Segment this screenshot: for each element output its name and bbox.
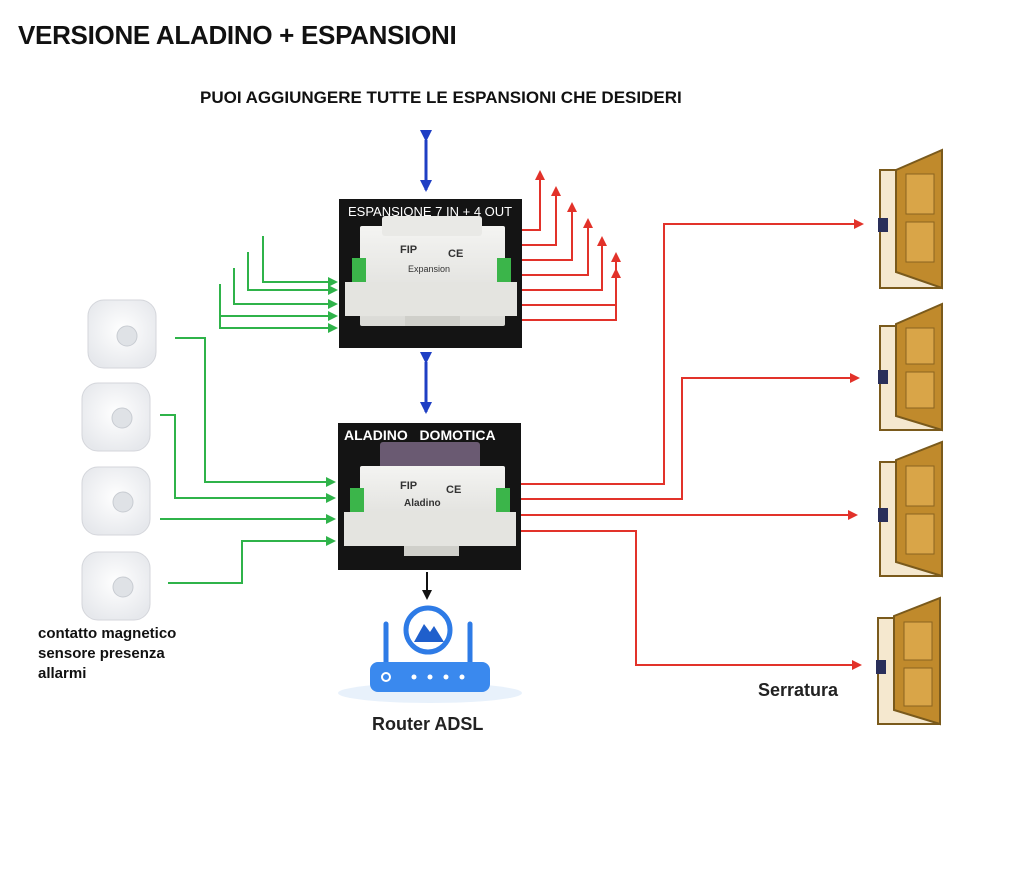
router-caption: Router ADSL xyxy=(372,714,484,734)
door-icon-3 xyxy=(878,440,943,578)
sensor-caption: contatto magnetico sensore presenza alla… xyxy=(38,624,176,684)
sensor-inputs xyxy=(160,337,336,584)
expansion-outputs xyxy=(522,170,621,321)
sensor-caption-line-3: allarmi xyxy=(38,665,87,682)
sensor-1 xyxy=(87,299,157,369)
aladino-brand: FIP xyxy=(400,480,418,492)
aladino-model: Aladino xyxy=(404,498,441,509)
page-title: VERSIONE ALADINO + ESPANSIONI xyxy=(18,20,457,50)
door-icon-2 xyxy=(878,302,943,432)
door-outputs xyxy=(521,219,864,670)
door-icon-4 xyxy=(876,596,941,726)
sensor-4 xyxy=(81,551,151,621)
subtitle: PUOI AGGIUNGERE TUTTE LE ESPANSIONI CHE … xyxy=(200,88,682,107)
aladino-label: ALADINO DOMOTICA xyxy=(344,427,496,443)
aladino-module xyxy=(338,423,521,570)
door-icon-1 xyxy=(878,148,943,290)
expansion-module xyxy=(339,199,522,348)
aladino-ce-mark: CE xyxy=(446,484,462,496)
router-icon xyxy=(338,605,522,703)
expansion-brand: FIP xyxy=(400,244,418,256)
sensor-caption-line-1: contatto magnetico xyxy=(38,625,177,642)
lock-caption: Serratura xyxy=(758,680,839,700)
expansion-inputs xyxy=(219,236,338,333)
sensor-caption-line-2: sensore presenza xyxy=(38,645,165,662)
sensor-3 xyxy=(81,466,151,536)
expansion-label: ESPANSIONE 7 IN + 4 OUT xyxy=(348,204,513,219)
expansion-model: Expansion xyxy=(408,264,451,274)
expansion-ce-mark: CE xyxy=(448,248,464,260)
sensor-2 xyxy=(81,382,151,452)
